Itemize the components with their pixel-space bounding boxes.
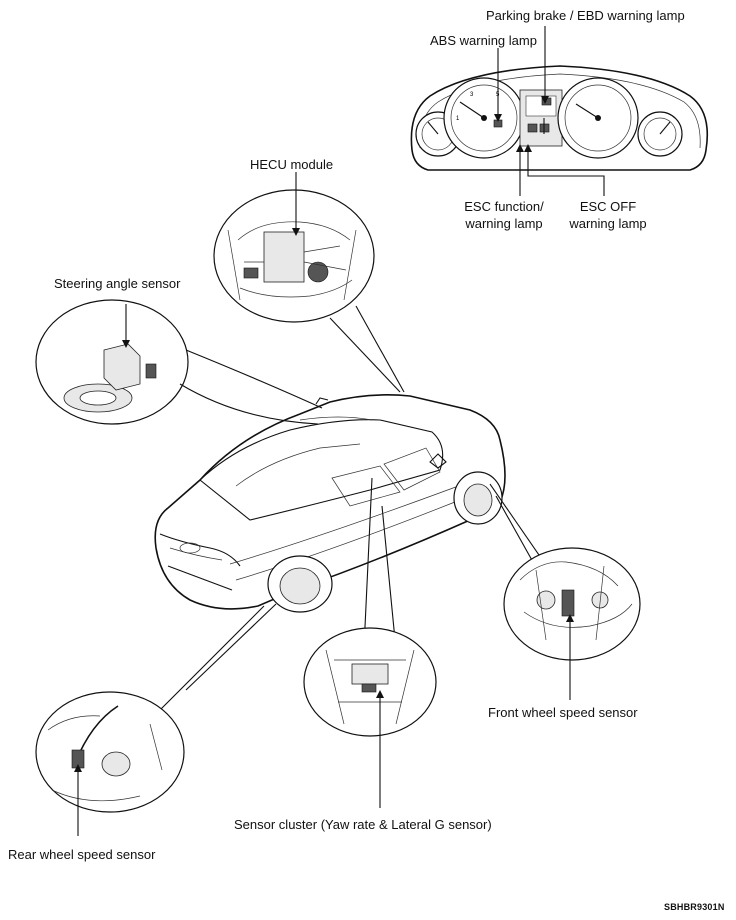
label-esc-off-line1: ESC OFF xyxy=(579,199,637,214)
label-parking-ebd: Parking brake / EBD warning lamp xyxy=(486,8,685,23)
label-esc-off: ESC OFF warning lamp xyxy=(560,198,656,232)
sensor-cluster-bubble xyxy=(303,627,437,737)
hecu-bubble xyxy=(213,189,405,393)
front-wheel-sensor xyxy=(561,589,575,617)
svg-text:3: 3 xyxy=(470,92,474,98)
yaw-lateral-sensor xyxy=(351,663,389,685)
steering-sensor-body xyxy=(103,343,141,391)
label-sensor-cluster: Sensor cluster (Yaw rate & Lateral G sen… xyxy=(234,817,492,832)
esc-function-indicator xyxy=(527,123,538,133)
label-steering-angle: Steering angle sensor xyxy=(54,276,181,291)
label-abs-lamp: ABS warning lamp xyxy=(430,33,537,48)
label-front-wheel: Front wheel speed sensor xyxy=(488,705,638,720)
instrument-cluster: 3 5 1 xyxy=(410,65,709,171)
rear-wheel-bubble xyxy=(35,691,185,813)
car-illustration xyxy=(154,394,506,613)
svg-text:1: 1 xyxy=(456,116,460,122)
label-esc-function-line1: ESC function/ xyxy=(464,199,544,214)
cluster-leader-lines xyxy=(494,26,605,196)
label-esc-off-line2: warning lamp xyxy=(569,216,647,231)
label-hecu: HECU module xyxy=(250,157,334,172)
steering-angle-bubble xyxy=(35,299,323,425)
label-esc-function: ESC function/ warning lamp xyxy=(456,198,552,232)
label-rear-wheel: Rear wheel speed sensor xyxy=(8,847,156,862)
label-esc-function-line2: warning lamp xyxy=(465,216,543,231)
figure-code: SBHBR9301N xyxy=(664,902,725,912)
front-wheel-bubble xyxy=(503,547,641,661)
hecu-module-unit xyxy=(263,231,305,283)
